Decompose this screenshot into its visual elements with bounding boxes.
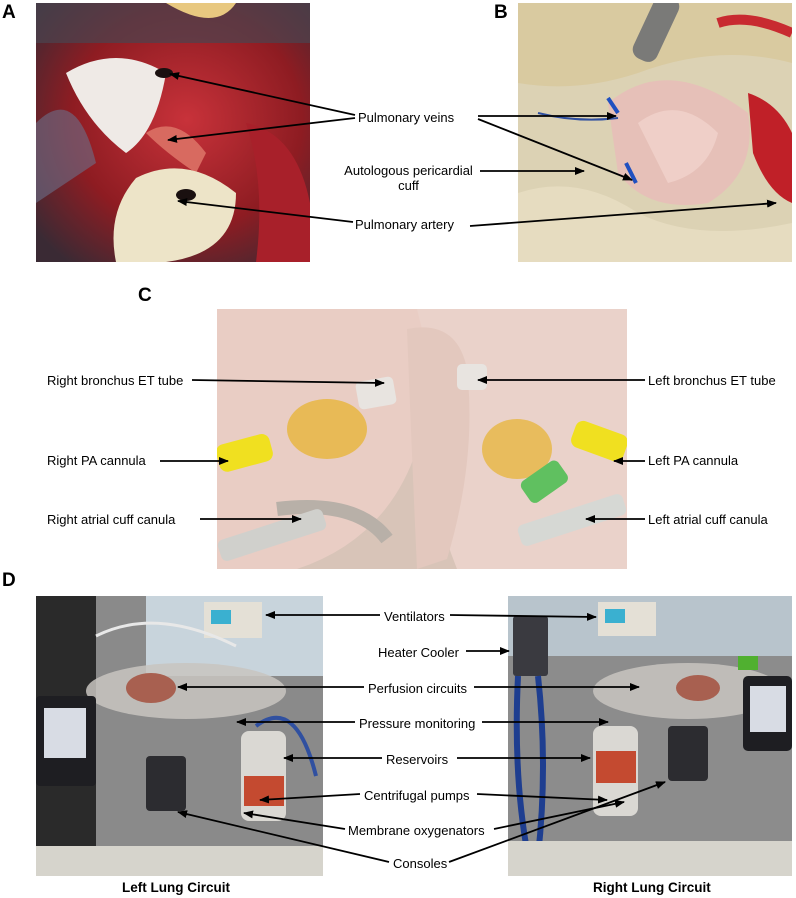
label-perfusion-circuits: Perfusion circuits <box>368 681 467 696</box>
panel-letter-b: B <box>494 2 508 23</box>
label-pressure-monitoring: Pressure monitoring <box>359 716 476 731</box>
panel-letter-a: A <box>2 2 16 23</box>
photo-c <box>217 309 627 569</box>
photo-a <box>36 3 310 262</box>
label-heater-cooler: Heater Cooler <box>378 645 459 660</box>
label-centrifugal-pumps: Centrifugal pumps <box>364 788 470 803</box>
label-consoles: Consoles <box>393 856 448 871</box>
label-reservoirs: Reservoirs <box>386 752 449 767</box>
panel-letter-c: C <box>138 285 152 306</box>
panel-letter-d: D <box>2 570 16 591</box>
label-right-bronchus: Right bronchus ET tube <box>47 373 184 388</box>
label-left-bronchus: Left bronchus ET tube <box>648 373 776 388</box>
label-right-pa: Right PA cannula <box>47 453 146 468</box>
label-autologous-cuff: Autologous pericardial cuff <box>337 163 480 193</box>
label-pulmonary-veins: Pulmonary veins <box>358 110 455 125</box>
caption-left-lung-circuit: Left Lung Circuit <box>122 880 230 895</box>
caption-right-lung-circuit: Right Lung Circuit <box>593 880 711 895</box>
label-left-atrial: Left atrial cuff canula <box>648 512 768 527</box>
label-right-atrial: Right atrial cuff canula <box>47 512 176 527</box>
label-ventilators: Ventilators <box>384 609 445 624</box>
label-left-pa: Left PA cannula <box>648 453 739 468</box>
label-autologous-cuff-line1: Autologous pericardial <box>344 163 473 178</box>
photo-d-left <box>36 596 323 876</box>
photo-b <box>518 3 792 262</box>
label-autologous-cuff-line2: cuff <box>398 178 419 193</box>
photo-d-right <box>508 596 792 876</box>
label-membrane-oxygenators: Membrane oxygenators <box>348 823 485 838</box>
label-pulmonary-artery: Pulmonary artery <box>355 217 454 232</box>
